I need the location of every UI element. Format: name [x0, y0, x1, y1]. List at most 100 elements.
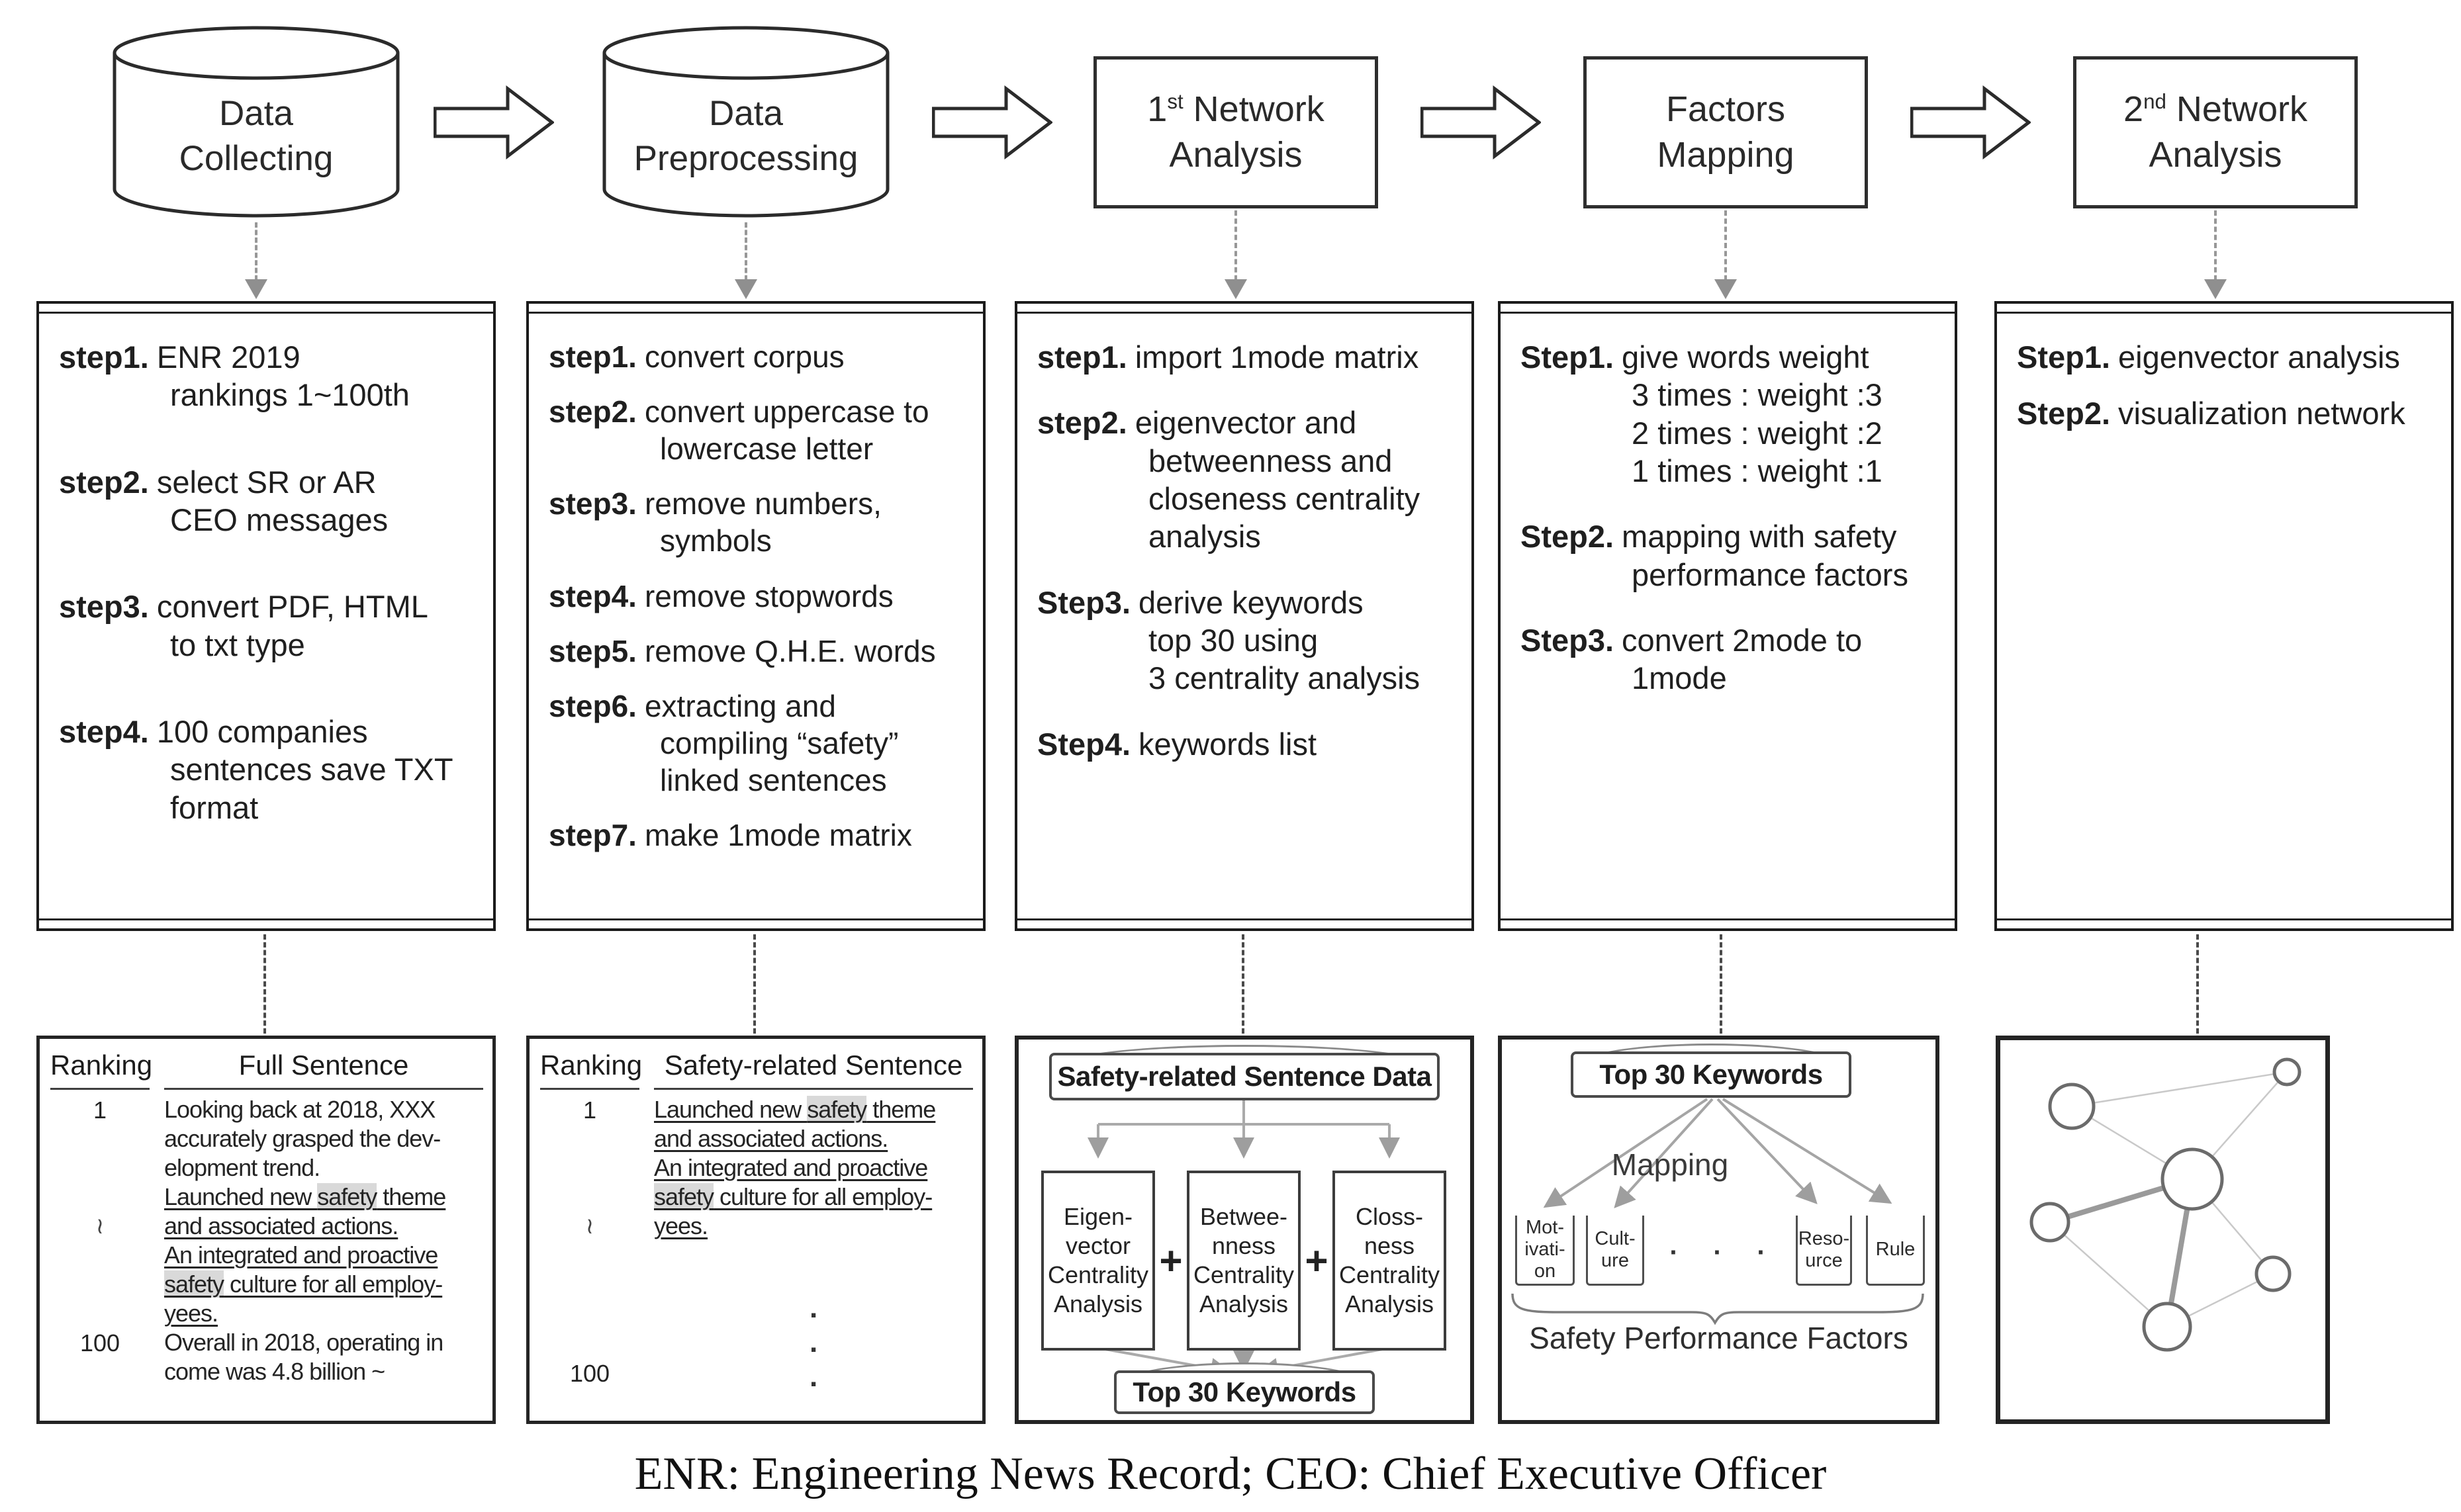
step-item: Step1.eigenvector analysis	[2017, 339, 2400, 375]
inner-border-line	[529, 918, 983, 920]
safety-sentence-data-shape: Safety-related Sentence Data	[1049, 1045, 1440, 1100]
network-node	[2160, 1147, 2224, 1211]
curly-brace	[1511, 1293, 1924, 1325]
table-line: Overall in 2018, operating in	[164, 1329, 443, 1356]
inner-border-line	[39, 918, 493, 920]
table-line: yees.	[654, 1212, 708, 1239]
step-item: step4.100 companies sentences save TXT f…	[59, 713, 453, 825]
right-block-arrow-icon	[1420, 85, 1541, 160]
vertical-ellipsis-dot: .	[810, 1360, 818, 1393]
network-graph	[2029, 1057, 2301, 1352]
dashed-connector	[1724, 210, 1727, 281]
top-30-keywords-shape: Top 30 Keywords	[1114, 1362, 1375, 1414]
inner-border-line	[1997, 312, 2451, 314]
column-header-safety-sentence: Safety-related Sentence	[654, 1049, 973, 1090]
table-line: accurately grasped the dev-	[164, 1125, 441, 1152]
factor-bucket-motivation: Mot- ivati- on	[1515, 1216, 1575, 1286]
column-header-ranking: Ranking	[540, 1049, 642, 1090]
factor-bucket-rule: Rule	[1866, 1216, 1925, 1286]
step-list: Step1.give words weight 3 times : weight…	[1520, 338, 1939, 697]
arrowhead-icon	[735, 279, 757, 299]
cylinder-shape	[113, 26, 400, 218]
network-node	[2254, 1255, 2292, 1292]
right-block-arrow-icon	[1910, 85, 2031, 160]
dashed-connector	[2196, 934, 2199, 1034]
cylinder-shape	[602, 26, 890, 218]
network-node	[2029, 1202, 2070, 1243]
plus-sign: +	[1305, 1239, 1328, 1283]
top-30-keywords-label: Top 30 Keywords	[1114, 1370, 1375, 1414]
dashed-connector	[1234, 210, 1237, 281]
arrowhead-icon	[2204, 279, 2227, 299]
eigenvector-centrality-box: Eigen- vector Centrality Analysis	[1041, 1171, 1155, 1351]
arrowhead-icon	[1714, 279, 1737, 299]
closeness-centrality-box: Closs- ness Centrality Analysis	[1332, 1171, 1446, 1351]
step-item: step2.convert uppercase to lowercase let…	[549, 394, 929, 467]
step-item: Step3.convert 2mode to 1mode	[1520, 622, 1863, 696]
centrality-analysis-diagram: Safety-related Sentence Data Eigen- vect…	[1015, 1036, 1474, 1424]
step-item: step2.select SR or AR CEO messages	[59, 464, 389, 537]
table-full-sentence: Ranking Full Sentence 1 ≀ 100 Looking ba…	[36, 1036, 496, 1424]
factor-bucket-resource: Reso- urce	[1796, 1216, 1852, 1286]
inner-border-line	[1997, 918, 2451, 920]
dashed-connector	[2214, 210, 2217, 281]
dashed-connector	[753, 934, 756, 1034]
table-header: Ranking Full Sentence	[50, 1049, 483, 1090]
top-30-keywords-label: Top 30 Keywords	[1571, 1051, 1851, 1098]
ellipsis-dot: ·	[1757, 1238, 1766, 1267]
step-item: step3.remove numbers, symbols	[549, 486, 882, 558]
table-header: Ranking Safety-related Sentence	[540, 1049, 973, 1090]
dashed-connector	[263, 934, 266, 1034]
arrowhead-icon	[1225, 279, 1247, 299]
step-item: step6.extracting and compiling “safety” …	[549, 688, 899, 797]
ellipsis-dot: ·	[1669, 1238, 1679, 1267]
dashed-connector	[1720, 934, 1722, 1034]
arrowhead-icon	[245, 279, 267, 299]
table-line: come was 4.8 billion ~	[164, 1358, 385, 1385]
rank-ellipsis: ≀	[585, 1213, 594, 1239]
table-line: Looking back at 2018, XXX	[164, 1096, 436, 1123]
ranking-column: 1 ≀ 100	[50, 1095, 150, 1386]
dashed-connector	[1242, 934, 1244, 1034]
table-line: and associated actions.	[164, 1212, 398, 1239]
inner-border-line	[1501, 918, 1955, 920]
right-block-arrow-icon	[932, 85, 1052, 160]
table-line: yees.	[164, 1300, 218, 1327]
ellipsis-dot: ·	[1713, 1238, 1722, 1267]
network-edge	[2049, 1222, 2168, 1327]
table-line: Launched new safety theme	[164, 1183, 446, 1210]
step-item: step1.import 1mode matrix	[1037, 339, 1419, 375]
safety-performance-factors-label: Safety Performance Factors	[1529, 1321, 1908, 1355]
network-node	[2272, 1057, 2301, 1087]
connector-arrows	[1088, 1100, 1400, 1379]
rank-value: 1	[93, 1096, 107, 1124]
table-line: Launched new safety theme	[654, 1096, 936, 1123]
dashed-connector	[745, 222, 747, 281]
step-item: Step4.keywords list	[1037, 726, 1317, 762]
stepbox-factors-mapping: Step1.give words weight 3 times : weight…	[1498, 301, 1957, 931]
step-item: Step2.visualization network	[2017, 396, 2405, 431]
factor-bucket-culture: Cult- ure	[1586, 1216, 1644, 1286]
table-line: elopment trend.	[164, 1154, 320, 1181]
table-line: safety culture for all employ-	[164, 1270, 443, 1298]
